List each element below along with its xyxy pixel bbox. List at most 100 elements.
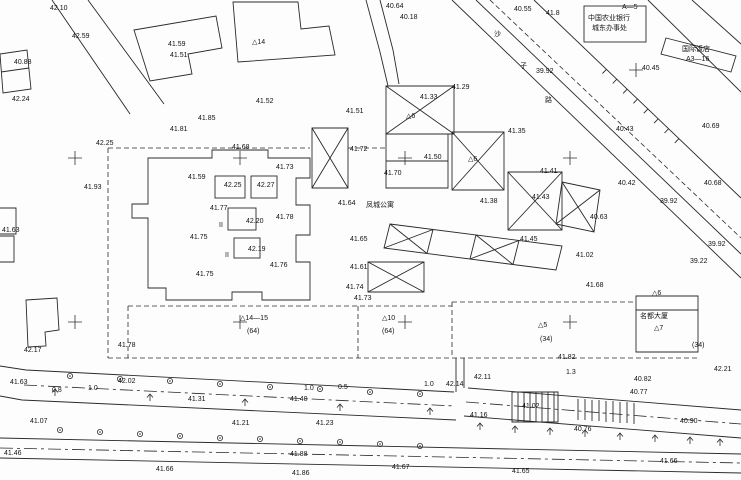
road-dimension: 1.0 bbox=[304, 385, 314, 392]
elevation-label: 41.85 bbox=[198, 115, 216, 122]
parcel-code: △6 bbox=[406, 113, 415, 120]
curb-ticks bbox=[602, 68, 680, 144]
road-centerline bbox=[465, 401, 741, 425]
road-edge bbox=[51, 0, 165, 115]
road-edge bbox=[647, 0, 741, 93]
elevation-label: 39.22 bbox=[690, 258, 708, 265]
elevation-label: 41.78 bbox=[276, 214, 294, 221]
elevation-label: 41.61 bbox=[350, 264, 368, 271]
elevation-label: 40.18 bbox=[400, 14, 418, 21]
elevation-label: 41.02 bbox=[576, 252, 594, 259]
apartment-building-outline bbox=[131, 149, 311, 301]
elevation-label: 41.75 bbox=[196, 271, 214, 278]
road-name-char: 路 bbox=[545, 95, 552, 104]
elevation-label: 40.77 bbox=[630, 389, 648, 396]
elevation-label: 41.45 bbox=[520, 236, 538, 243]
hotel-code-label: A3—16 bbox=[686, 56, 709, 63]
tree-symbols bbox=[51, 372, 724, 450]
elevation-label: 41.74 bbox=[346, 284, 364, 291]
map-labels: 42.1042.5940.8842.2441.5941.51△1440.6440… bbox=[2, 3, 732, 477]
elevation-label: 40.64 bbox=[386, 3, 404, 10]
elevation-label: 39.92 bbox=[660, 198, 678, 205]
elevation-label: 41.78 bbox=[118, 342, 136, 349]
bank-building-outline bbox=[583, 5, 647, 43]
hotel-name-label: 国际饭店 bbox=[682, 44, 710, 53]
building-xbraced bbox=[367, 261, 425, 293]
elevation-label: 40.69 bbox=[702, 123, 720, 130]
building-xbraced bbox=[311, 127, 349, 189]
elevation-label: 42.59 bbox=[72, 33, 90, 40]
tower-building-outline bbox=[635, 295, 699, 353]
road-curb bbox=[0, 437, 741, 474]
elevation-label: 41.41 bbox=[540, 168, 558, 175]
parcel-code: △6 bbox=[468, 156, 477, 163]
parcel-code: △14—15 bbox=[240, 315, 268, 322]
elevation-label: 41.88 bbox=[290, 451, 308, 458]
building-outline bbox=[385, 133, 449, 189]
building-outline bbox=[0, 49, 32, 94]
elevation-label: 41.66 bbox=[156, 466, 174, 473]
apartment-wing bbox=[227, 207, 257, 231]
elevation-label: 41.33 bbox=[420, 94, 438, 101]
road-name-char: 子 bbox=[520, 62, 527, 70]
elevation-label: 39.92 bbox=[708, 241, 726, 248]
elevation-label: 40.76 bbox=[574, 426, 592, 433]
parcel-code: △14 bbox=[252, 39, 265, 46]
parcel-boundary bbox=[489, 0, 741, 239]
elevation-label: 41.75 bbox=[190, 234, 208, 241]
building-xbraced bbox=[555, 181, 601, 233]
elevation-label: 41.31 bbox=[188, 396, 206, 403]
survey-cross-icon bbox=[629, 63, 643, 77]
elevation-label: 42.24 bbox=[12, 96, 30, 103]
elevation-label: 42.20 bbox=[246, 218, 264, 225]
elevation-label: 41.68 bbox=[586, 282, 604, 289]
building-outline bbox=[25, 297, 60, 348]
hotel-building-outline bbox=[660, 37, 737, 73]
survey-cross-icon bbox=[563, 315, 577, 329]
road-dimension: 1.3 bbox=[566, 369, 576, 376]
elevation-label: 41.81 bbox=[170, 126, 188, 133]
road-curb bbox=[0, 365, 457, 421]
elevation-label: 41.50 bbox=[424, 154, 442, 161]
elevation-label: 41.82 bbox=[558, 354, 576, 361]
parcel-code: △5 bbox=[538, 322, 547, 329]
elevation-label: 41.40 bbox=[290, 396, 308, 403]
parcel-boundary bbox=[451, 301, 634, 358]
parcel-code: △6 bbox=[652, 290, 661, 297]
building-outline bbox=[0, 207, 17, 263]
survey-cross-icon bbox=[68, 315, 82, 329]
road-centerlines bbox=[0, 384, 741, 464]
elevation-label: 40.82 bbox=[634, 376, 652, 383]
apartment-wing bbox=[233, 237, 261, 259]
floor-count-label: II bbox=[225, 252, 229, 259]
elevation-label: 41.73 bbox=[354, 295, 372, 302]
elevation-label: 41.64 bbox=[338, 200, 356, 207]
survey-cross-icon bbox=[398, 151, 412, 165]
survey-cross-icon bbox=[233, 315, 247, 329]
elevation-label: 41.63 bbox=[10, 379, 28, 386]
elevation-label: 41.8 bbox=[546, 10, 560, 17]
elevation-label: 41.16 bbox=[470, 412, 488, 419]
elevation-label: 42.19 bbox=[248, 246, 266, 253]
elevation-label: 41.70 bbox=[384, 170, 402, 177]
elevation-label: 41.46 bbox=[4, 450, 22, 457]
elevation-label: 41.76 bbox=[270, 262, 288, 269]
elevation-label: 40.43 bbox=[616, 126, 634, 133]
road-curb bbox=[455, 358, 465, 392]
elevation-label: 41.07 bbox=[30, 418, 48, 425]
road-name-char: 沙 bbox=[494, 30, 501, 38]
elevation-label: 41.72 bbox=[350, 146, 368, 153]
survey-cross-icon bbox=[68, 151, 82, 165]
parcel-code: △7 bbox=[654, 325, 663, 332]
road-centerline bbox=[0, 447, 741, 464]
elevation-label: 40.63 bbox=[590, 214, 608, 221]
building-xbraced bbox=[507, 171, 563, 231]
elevation-label: 41.29 bbox=[452, 84, 470, 91]
parcel-area-code: (64) bbox=[382, 328, 394, 335]
elevation-label: 40.55 bbox=[514, 6, 532, 13]
road-dimension: 0.5 bbox=[338, 384, 348, 391]
building-outline bbox=[232, 1, 336, 63]
elevation-label: 41.43 bbox=[532, 194, 550, 201]
